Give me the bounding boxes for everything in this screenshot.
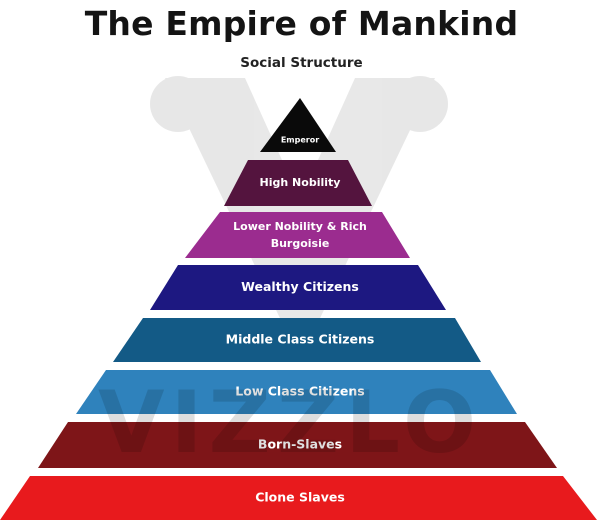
tier-label-4: Wealthy Citizens (241, 279, 359, 294)
tier-label-8: Clone Slaves (255, 490, 345, 505)
pyramid-tier-3 (185, 212, 410, 258)
pyramid-tier-1 (260, 98, 336, 152)
diagram-title: The Empire of Mankind (84, 4, 519, 43)
pyramid-tier-2 (224, 160, 372, 206)
watermark-text: VIZZLO (98, 373, 482, 473)
tier-label-3-line1: Lower Nobility & Rich (233, 220, 367, 233)
tier-label-7: Born-Slaves (258, 437, 342, 452)
tier-label-6: Low Class Citizens (235, 384, 364, 399)
tier-label-5: Middle Class Citizens (226, 332, 375, 347)
tier-label-1: Emperor (281, 136, 319, 145)
tier-label-3-line2: Burgoisie (271, 237, 330, 250)
diagram-subtitle: Social Structure (240, 55, 363, 71)
pyramid-tier-6 (76, 370, 517, 414)
v-logo-right-cap (392, 76, 448, 132)
pyramid-tier-5 (113, 318, 481, 362)
v-logo-left-cap (150, 76, 206, 132)
pyramid-tier-8 (0, 476, 597, 520)
pyramid-tier-4 (150, 265, 446, 310)
tier-label-2: High Nobility (260, 176, 341, 189)
pyramid-tier-7 (38, 422, 557, 468)
